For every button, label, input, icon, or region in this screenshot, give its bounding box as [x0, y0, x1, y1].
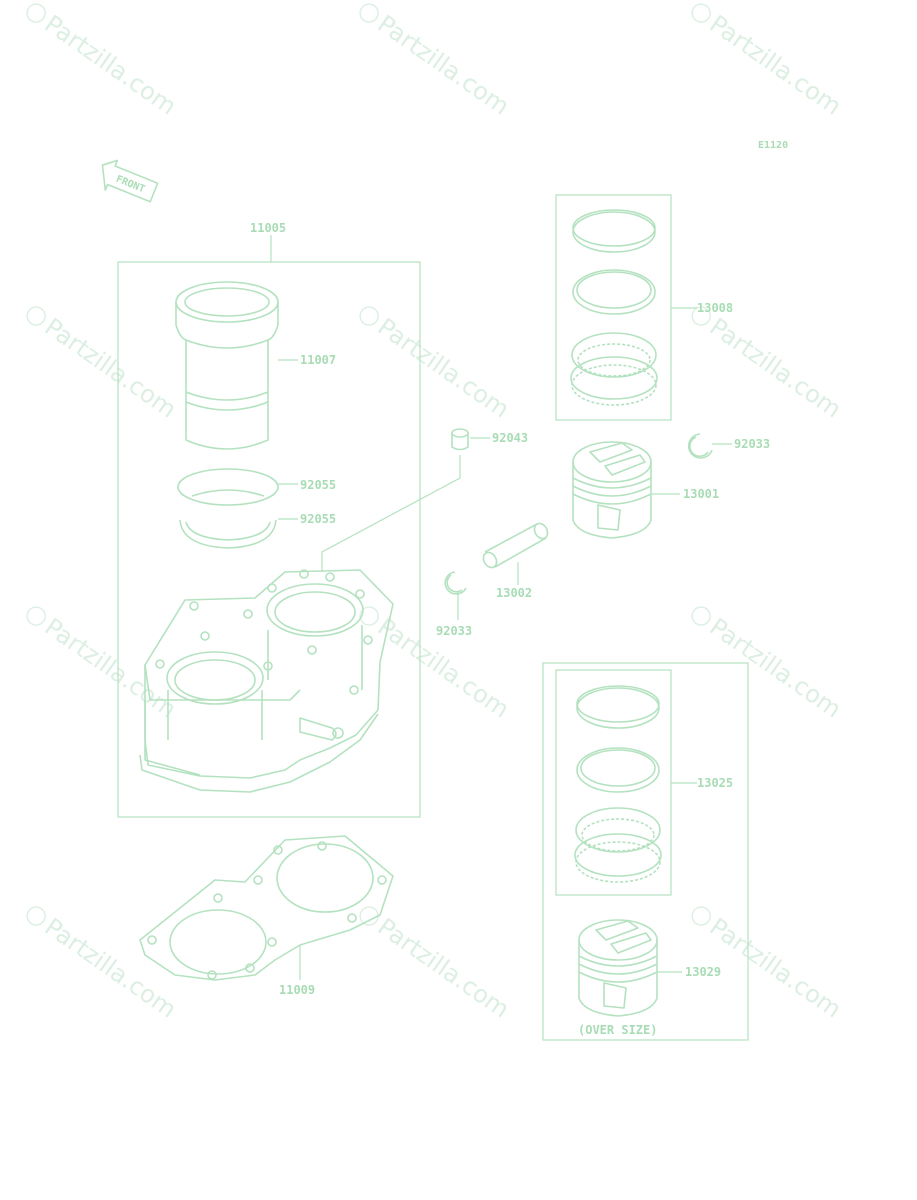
- piston-ring-set: [570, 209, 658, 406]
- circlip-right: [687, 433, 713, 459]
- watermark: Partzilla.com: [705, 913, 847, 1024]
- o-ring-lower: [179, 519, 277, 549]
- label-13025: 13025: [697, 776, 733, 790]
- cylinder-sleeve: [175, 281, 279, 450]
- label-92033-right: 92033: [734, 437, 770, 451]
- label-13008: 13008: [697, 301, 733, 315]
- label-13029: 13029: [685, 965, 721, 979]
- cylinder-assembly-box: [117, 261, 421, 818]
- label-13001: 13001: [683, 487, 719, 501]
- watermark: Partzilla.com: [705, 313, 847, 424]
- label-11005: 11005: [250, 221, 286, 235]
- circlip-left: [444, 571, 467, 595]
- oversize-piston-ring-set: [574, 685, 662, 883]
- cylinder-block: [139, 569, 394, 793]
- watermark: Partzilla.com: [705, 10, 847, 121]
- label-92055-lower: 92055: [300, 512, 336, 526]
- oversize-label: (OVER SIZE): [578, 1023, 657, 1037]
- watermark: Partzilla.com: [373, 10, 515, 121]
- dowel-pin: [451, 428, 469, 451]
- watermark: Partzilla.com: [40, 313, 182, 424]
- watermark: Partzilla.com: [373, 313, 515, 424]
- label-11009: 11009: [279, 983, 315, 997]
- diagram-code: E1120: [758, 140, 788, 151]
- watermark: Partzilla.com: [40, 913, 182, 1024]
- label-11007: 11007: [300, 353, 336, 367]
- oversize-ring-set-box: [555, 669, 672, 896]
- head-gasket: [139, 835, 394, 981]
- watermark: Partzilla.com: [373, 913, 515, 1024]
- piston: [572, 441, 652, 539]
- label-92033-left: 92033: [436, 624, 472, 638]
- watermark: Partzilla.com: [40, 10, 182, 121]
- oversize-piston: [578, 919, 658, 1017]
- label-92043: 92043: [492, 431, 528, 445]
- oversize-box: [542, 662, 749, 1041]
- front-arrow-icon: FRONT: [101, 159, 159, 203]
- watermark-group: Partzilla.com Partzilla.com Partzilla.co…: [26, 3, 847, 1024]
- o-ring-upper: [177, 468, 279, 506]
- watermark: Partzilla.com: [705, 613, 847, 724]
- label-13002: 13002: [496, 586, 532, 600]
- label-92055-upper: 92055: [300, 478, 336, 492]
- piston-pin: [482, 522, 549, 569]
